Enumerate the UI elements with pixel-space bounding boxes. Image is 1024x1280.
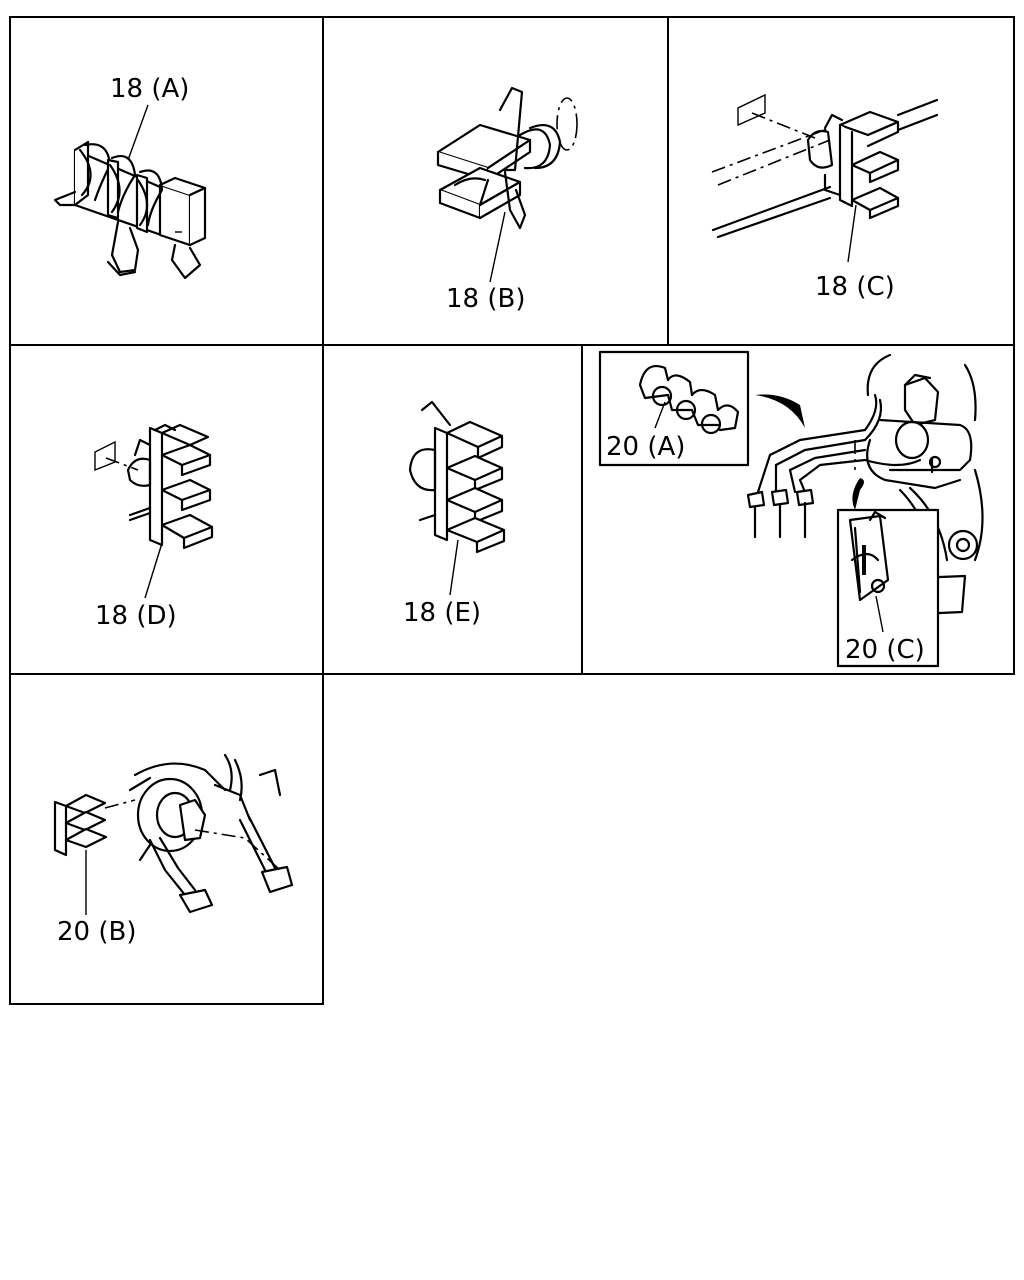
label-20b: 20 (B) <box>57 917 136 947</box>
label-18a: 18 (A) <box>110 74 189 104</box>
panel-clip-20b: 20 (B) <box>53 753 294 947</box>
grid-frame <box>9 16 1015 1005</box>
pedal-assembly-drawing <box>128 753 294 914</box>
inset-20a: 20 (A) <box>598 350 750 467</box>
panel-clip-18d: 18 (D) <box>94 423 214 631</box>
clip-18a-drawing <box>53 140 207 280</box>
label-18c: 18 (C) <box>815 272 895 302</box>
clip-18b-drawing <box>436 86 578 230</box>
leader-18d <box>144 542 163 599</box>
clip-18e-drawing <box>408 400 506 554</box>
leader-18a <box>127 104 149 161</box>
label-18b: 18 (B) <box>446 284 525 314</box>
clip-20b-drawing <box>53 793 136 857</box>
leader-18c <box>847 204 857 263</box>
inset-20c: 20 (C) <box>836 508 940 668</box>
panel-brake-lines: 20 (A) 20 (C) <box>598 350 984 668</box>
label-18e: 18 (E) <box>403 598 481 628</box>
leader-20a <box>654 401 666 429</box>
panel-clip-18a: 18 (A) <box>53 74 207 280</box>
panel-clip-18b: 18 (B) <box>436 86 578 314</box>
label-20a: 20 (A) <box>606 432 685 462</box>
clip-18c-drawing <box>711 93 939 239</box>
leader-18b <box>489 211 506 283</box>
leader-18e <box>449 539 459 596</box>
label-18d: 18 (D) <box>95 601 177 631</box>
clip-18d-drawing <box>94 423 214 550</box>
leader-20c <box>875 595 884 633</box>
panel-clip-18e: 18 (E) <box>403 400 506 628</box>
panel-clip-18c: 18 (C) <box>711 93 939 302</box>
label-20c: 20 (C) <box>845 635 925 665</box>
